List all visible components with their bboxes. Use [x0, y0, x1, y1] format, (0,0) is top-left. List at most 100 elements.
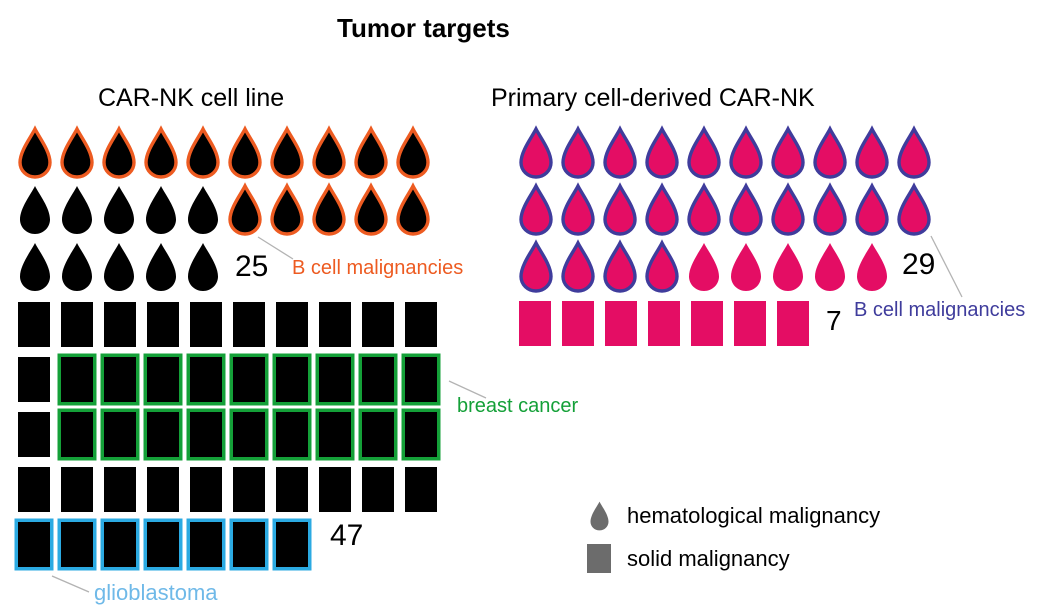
drop-icon [20, 186, 50, 234]
pictogram-row [18, 125, 430, 179]
right-square-count: 7 [826, 305, 842, 336]
square-icon [18, 467, 50, 512]
square-icon [648, 301, 680, 346]
square-icon [233, 522, 265, 567]
square-icon [233, 412, 265, 457]
drop-icon [186, 125, 220, 179]
solid-square-icon [586, 544, 612, 573]
drop-icon [771, 125, 805, 179]
right-squares-grid [519, 301, 809, 356]
drop-icon [603, 125, 637, 179]
left-panel-title: CAR-NK cell line [98, 84, 285, 112]
square-icon [319, 467, 351, 512]
square-icon [18, 302, 50, 347]
square-icon [276, 522, 308, 567]
square-icon [276, 302, 308, 347]
label-b-cell-malignancies-left: B cell malignancies [292, 257, 464, 279]
square-icon [362, 412, 394, 457]
drop-icon [519, 125, 553, 179]
square-icon [319, 412, 351, 457]
drop-icon [18, 125, 52, 179]
square-icon [190, 302, 222, 347]
drop-icon [60, 125, 94, 179]
drop-icon [188, 243, 218, 291]
square-icon [147, 467, 179, 512]
drop-icon [519, 239, 553, 293]
right-drop-count: 29 [902, 248, 936, 281]
drop-icon [62, 186, 92, 234]
drop-icon [62, 243, 92, 291]
drop-icon [773, 243, 803, 291]
right-panel-title: Primary cell-derived CAR-NK [491, 84, 815, 112]
legend-label-solid: solid malignancy [627, 545, 790, 571]
square-icon [233, 302, 265, 347]
square-icon [777, 301, 809, 346]
drop-icon [20, 243, 50, 291]
label-b-cell-malignancies-right: B cell malignancies [854, 299, 1026, 321]
square-icon [147, 357, 179, 402]
square-icon [104, 522, 136, 567]
square-icon [147, 302, 179, 347]
square-icon [147, 522, 179, 567]
legend-row-solid: solid malignancy [586, 544, 880, 573]
drop-icon [731, 243, 761, 291]
square-icon [18, 522, 50, 567]
drop-icon [312, 182, 346, 236]
drop-icon [645, 125, 679, 179]
square-icon [104, 412, 136, 457]
right-drops-grid [519, 125, 931, 299]
drop-icon [813, 182, 847, 236]
drop-icon [689, 243, 719, 291]
drop-icon [687, 125, 721, 179]
drop-icon [102, 125, 136, 179]
pictogram-row [18, 242, 430, 292]
drop-icon [645, 239, 679, 293]
square-icon [276, 412, 308, 457]
drop-icon [729, 182, 763, 236]
square-icon [190, 412, 222, 457]
square-icon [61, 522, 93, 567]
label-breast-cancer: breast cancer [457, 395, 579, 417]
drop-icon [396, 182, 430, 236]
square-icon [605, 301, 637, 346]
pictogram-row [18, 302, 437, 347]
square-icon [519, 301, 551, 346]
square-icon [276, 357, 308, 402]
square-icon [562, 301, 594, 346]
pictogram-row [18, 412, 437, 457]
square-icon [190, 357, 222, 402]
drop-icon [603, 239, 637, 293]
figure-title: Tumor targets [337, 13, 510, 43]
square-icon [319, 302, 351, 347]
pictogram-row [519, 125, 931, 179]
square-icon [362, 357, 394, 402]
square-icon [18, 357, 50, 402]
drop-icon [815, 243, 845, 291]
drop-icon [813, 125, 847, 179]
square-icon [405, 357, 437, 402]
pictogram-row [519, 182, 931, 236]
drop-icon [603, 182, 637, 236]
drop-icon [729, 125, 763, 179]
square-icon [405, 467, 437, 512]
drop-icon [146, 243, 176, 291]
square-icon [233, 357, 265, 402]
square-icon [61, 412, 93, 457]
legend-row-hematological: hematological malignancy [586, 501, 880, 531]
drop-icon [897, 125, 931, 179]
drop-icon [270, 125, 304, 179]
pictogram-row [519, 301, 809, 346]
drop-icon [561, 125, 595, 179]
square-icon [104, 467, 136, 512]
square-icon [319, 357, 351, 402]
drop-icon [687, 182, 721, 236]
drop-icon [312, 125, 346, 179]
label-glioblastoma: glioblastoma [94, 580, 218, 605]
drop-icon [857, 243, 887, 291]
square-icon [362, 467, 394, 512]
square-icon [104, 302, 136, 347]
drop-icon [228, 182, 262, 236]
square-icon [405, 302, 437, 347]
square-icon [405, 412, 437, 457]
left-drop-count: 25 [235, 250, 269, 283]
